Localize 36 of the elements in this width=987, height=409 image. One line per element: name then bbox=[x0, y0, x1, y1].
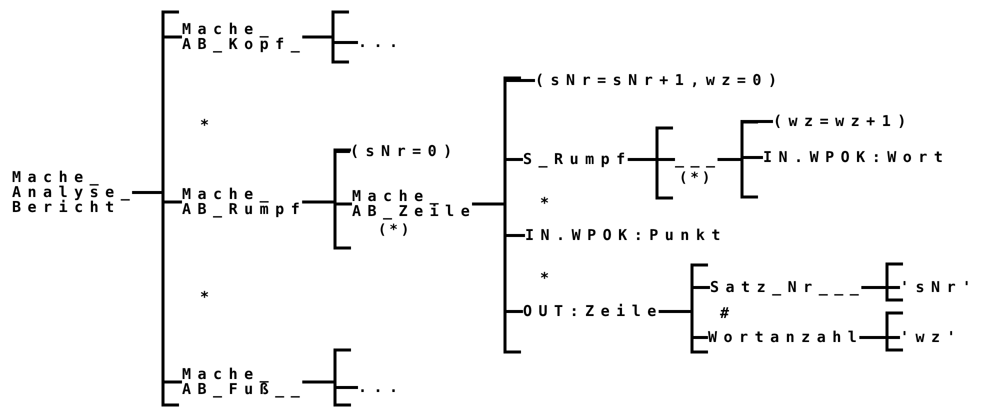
step-label: S_Rumpf bbox=[523, 152, 632, 167]
step-label: OUT:Zeile bbox=[523, 304, 663, 319]
sequence-mark: * bbox=[200, 118, 210, 133]
bracket-line bbox=[130, 191, 184, 406]
bracket-line bbox=[860, 262, 904, 302]
step-label: Mache_ AB_Rumpf bbox=[182, 187, 306, 217]
bracket-line bbox=[300, 200, 354, 250]
step-label: IN.WPOK:Punkt bbox=[525, 228, 727, 243]
bracket-line bbox=[300, 10, 360, 64]
sequence-mark: # bbox=[720, 306, 730, 321]
step-label: Satz_Nr___ bbox=[710, 280, 866, 295]
bracket-line bbox=[657, 310, 710, 354]
bracket-line bbox=[716, 156, 764, 198]
step-label: ___ bbox=[675, 152, 722, 167]
step-label: ... bbox=[358, 35, 405, 50]
step-label: Mache_ AB_Kopf_ bbox=[182, 22, 306, 52]
step-label: Mache_ AB_Zeile bbox=[352, 189, 476, 219]
bracket-line bbox=[300, 348, 360, 406]
step-label: 'wz' bbox=[900, 330, 962, 345]
sequence-mark: * bbox=[540, 271, 550, 286]
repetition-mark: (*) bbox=[679, 171, 714, 186]
sequence-mark: * bbox=[200, 290, 210, 305]
step-label: Mache_ Analyse_ Bericht bbox=[12, 170, 136, 215]
step-label: (sNr=0) bbox=[350, 144, 459, 159]
bracket-line bbox=[470, 202, 524, 354]
step-label: 'sNr' bbox=[900, 280, 978, 295]
step-label: (sNr=sNr+1,wz=0) bbox=[535, 73, 784, 88]
step-label: ... bbox=[358, 380, 405, 395]
step-label: Mache_ AB_Fuß__ bbox=[182, 367, 306, 397]
step-label: Wortanzahl bbox=[708, 330, 864, 345]
repetition-mark: (*) bbox=[378, 223, 412, 238]
bracket-line bbox=[858, 312, 904, 352]
sequence-mark: * bbox=[540, 196, 550, 211]
step-label: (wz=wz+1) bbox=[773, 114, 913, 129]
step-label: IN.WPOK:Wort bbox=[763, 150, 950, 165]
bracket-line bbox=[626, 126, 676, 200]
